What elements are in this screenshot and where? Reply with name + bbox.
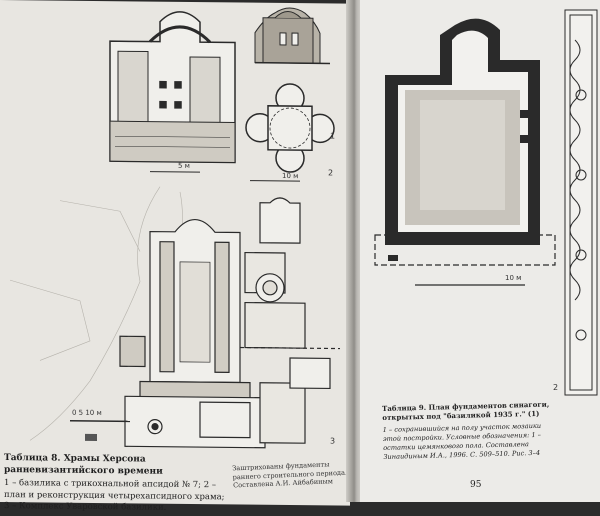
table-9-caption: Таблица 9. План фундаментов синагоги, от… [382, 399, 558, 461]
left-page: 5 м 1 2 10 м [0, 0, 350, 513]
uvarov-basilica-complex-figure [119, 197, 340, 449]
table-8-body: 1 – базилика с трикохнальной апсидой № 7… [4, 478, 225, 513]
right-page: 10 м 2 [360, 0, 600, 502]
right-page-drawings: 10 м 2 [374, 9, 598, 396]
right-fig-label: 2 [553, 383, 558, 392]
scale-label-b: 10 м [282, 172, 298, 180]
right-scale-label: 10 м [505, 274, 521, 282]
church-elevation-figure [254, 7, 330, 65]
table-8-caption: Таблица 8. Храмы Херсона ранневизантийск… [4, 452, 229, 515]
synagogue-plan-figure [374, 18, 556, 266]
scale-label-c: 0 5 10 м [72, 409, 102, 417]
table-8-title: Таблица 8. Храмы Херсона ранневизантийск… [4, 453, 163, 477]
fig-label-3: 3 [330, 436, 335, 445]
book-gutter [346, 0, 364, 502]
fig-label-1: 1 [330, 131, 335, 140]
mosaic-border-figure [564, 9, 598, 396]
page-number: 95 [470, 480, 482, 490]
table-8-aside: Заштрихованы фундаменты раннего строител… [232, 460, 348, 490]
left-page-drawings: 5 м 1 2 10 м [9, 7, 340, 449]
table-9-title: Таблица 9. План фундаментов синагоги, от… [382, 399, 550, 423]
fig-label-2: 2 [328, 168, 333, 177]
quatrefoil-plan-figure [245, 83, 335, 173]
scale-label-a: 5 м [178, 162, 190, 170]
legend-swatch [85, 433, 97, 442]
basilica-plan-figure [109, 11, 236, 164]
table-9-body: 1 – сохранившийся на полу участок мозаик… [382, 421, 542, 461]
